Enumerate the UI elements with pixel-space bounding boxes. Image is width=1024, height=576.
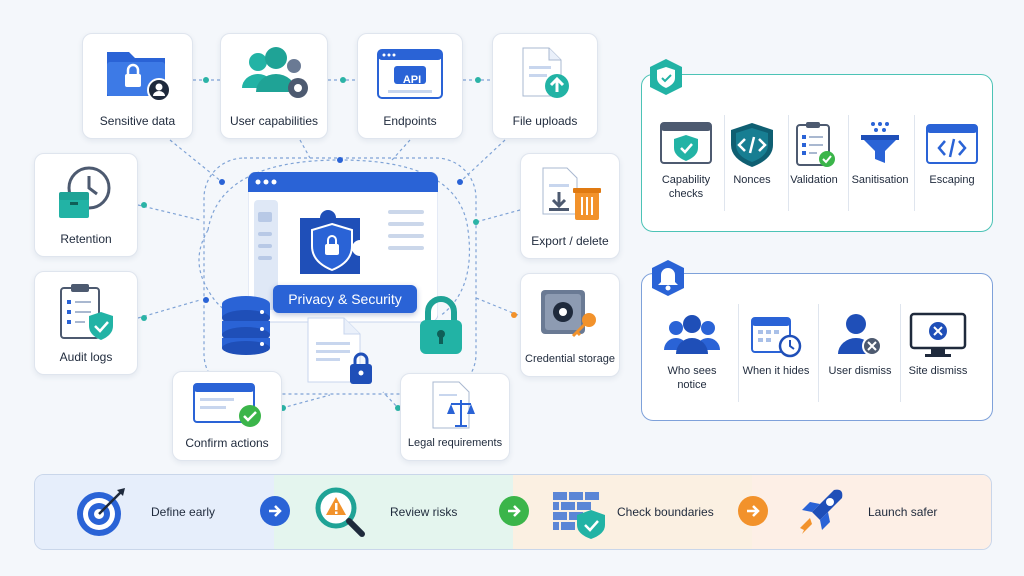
panel-item-label: When it hides xyxy=(742,365,810,377)
card-confirm-actions[interactable]: Confirm actions xyxy=(172,371,282,461)
hub-label: Privacy & Security xyxy=(273,285,417,313)
panel-item-label: Who sees notice xyxy=(667,365,717,391)
shield-badge-icon xyxy=(650,59,682,95)
filter-funnel-icon xyxy=(861,122,899,163)
card-label: Retention xyxy=(60,232,112,246)
arrow-right-icon xyxy=(738,496,768,526)
card-audit-logs[interactable]: Audit logs xyxy=(34,271,138,375)
code-shield-icon xyxy=(731,123,773,167)
card-file-uploads[interactable]: File uploads xyxy=(492,33,598,139)
checklist-clipboard-icon xyxy=(796,122,835,167)
flow-step-review-risks[interactable]: Review risks xyxy=(274,475,529,549)
document-scales-icon xyxy=(432,381,475,429)
card-legal-requirements[interactable]: Legal requirements xyxy=(400,373,510,461)
card-retention[interactable]: Retention xyxy=(34,153,138,257)
card-export-delete[interactable]: Export / delete xyxy=(520,153,620,259)
window-check-icon xyxy=(193,383,261,427)
api-window-icon xyxy=(377,49,443,99)
safe-key-icon xyxy=(541,290,596,338)
security-shield-badge xyxy=(646,57,686,97)
panel-item-label: Site dismiss xyxy=(908,365,968,377)
card-credential-storage[interactable]: Credential storage xyxy=(520,273,620,377)
panel-item-label: Sanitisation xyxy=(851,174,909,186)
clock-box-icon xyxy=(59,166,111,218)
users-group-icon xyxy=(664,315,720,354)
flow-step-label: Check boundaries xyxy=(617,505,714,519)
card-label: File uploads xyxy=(512,114,578,128)
calendar-clock-icon xyxy=(751,317,802,358)
card-label: Sensitive data xyxy=(99,114,176,128)
notice-bell-badge xyxy=(648,258,688,298)
arrow-right-icon xyxy=(260,496,290,526)
magnifier-warning-icon xyxy=(315,487,365,537)
card-label: Endpoints xyxy=(383,114,437,128)
document-lock-icon xyxy=(306,316,376,388)
clipboard-shield-icon xyxy=(60,284,113,340)
panel-item-label: Capability checks xyxy=(661,174,711,200)
notice-panel: Who sees notice When it hides Us xyxy=(641,273,993,421)
bell-badge-icon xyxy=(652,260,684,296)
code-window-icon xyxy=(926,124,978,164)
panel-item-label: Validation xyxy=(790,174,838,186)
panel-item-label: Escaping xyxy=(929,174,975,186)
panel-item-label: User dismiss xyxy=(828,365,892,377)
card-label: Legal requirements xyxy=(407,437,503,449)
flow-step-check-boundaries[interactable]: Check boundaries xyxy=(513,475,768,549)
flow-step-define-early[interactable]: Define early xyxy=(35,475,290,549)
card-user-capabilities[interactable]: User capabilities xyxy=(220,33,328,139)
card-label: Export / delete xyxy=(531,234,609,248)
card-label: Credential storage xyxy=(525,353,615,365)
user-dismiss-icon xyxy=(838,314,882,356)
shield-check-window-icon xyxy=(660,122,712,164)
puzzle-shield-icon xyxy=(290,200,380,280)
card-sensitive-data[interactable]: Sensitive data xyxy=(82,33,193,139)
card-endpoints[interactable]: API Endpoints xyxy=(357,33,463,139)
process-flow: Define early Review risks C xyxy=(34,474,992,550)
panel-item-label: Nonces xyxy=(733,174,771,186)
card-label: User capabilities xyxy=(229,114,319,128)
flow-step-launch-safer[interactable]: Launch safer xyxy=(752,475,991,549)
arrow-right-icon xyxy=(499,496,529,526)
security-checks-panel: Capability checks Nonces Validat xyxy=(641,74,993,232)
flow-step-label: Launch safer xyxy=(868,505,938,519)
database-icon xyxy=(218,294,274,356)
target-icon xyxy=(77,488,125,536)
folder-lock-icon xyxy=(106,52,171,102)
api-text: API xyxy=(402,74,422,86)
users-gear-icon xyxy=(242,47,308,98)
rocket-icon xyxy=(800,489,843,534)
flow-step-label: Review risks xyxy=(390,505,458,519)
card-label: Audit logs xyxy=(59,350,113,364)
card-label: Confirm actions xyxy=(185,436,269,450)
flow-step-label: Define early xyxy=(151,505,216,519)
wall-shield-icon xyxy=(553,492,605,539)
padlock-icon xyxy=(416,296,466,356)
export-trash-icon xyxy=(542,167,601,220)
file-upload-icon xyxy=(522,47,569,98)
monitor-dismiss-icon xyxy=(909,312,967,357)
